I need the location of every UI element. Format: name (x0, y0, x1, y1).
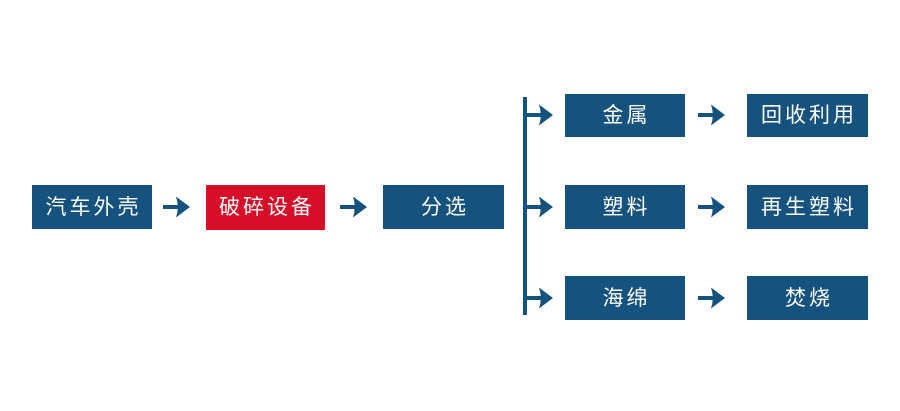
arrow-right-icon (526, 196, 553, 218)
node-incineration: 焚烧 (747, 276, 868, 320)
node-crushing-equipment: 破碎设备 (206, 185, 325, 230)
arrow-right-icon (526, 104, 553, 126)
node-car-shell: 汽车外壳 (32, 185, 152, 229)
arrow-right-icon (698, 104, 725, 126)
arrow-right-icon (698, 287, 725, 309)
node-metal: 金属 (565, 94, 685, 137)
arrow-right-icon (698, 196, 725, 218)
node-plastic: 塑料 (565, 185, 685, 229)
branch-connector-line (523, 97, 527, 315)
node-recycling: 回收利用 (747, 94, 868, 137)
arrow-right-icon (526, 287, 553, 309)
node-sponge: 海绵 (565, 276, 685, 320)
node-sorting: 分选 (383, 185, 504, 229)
node-recycled-plastic: 再生塑料 (747, 185, 868, 229)
arrow-right-icon (163, 196, 190, 218)
arrow-right-icon (340, 196, 367, 218)
